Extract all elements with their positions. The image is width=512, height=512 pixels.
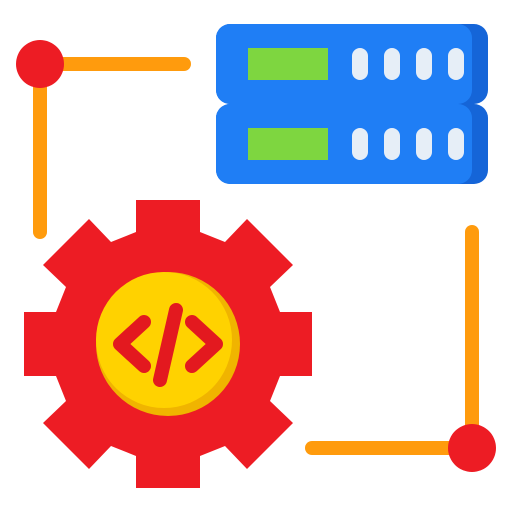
server-indicator xyxy=(384,48,400,80)
server-display-bottom xyxy=(248,128,328,160)
server-indicator xyxy=(416,48,432,80)
code-right-bracket xyxy=(185,315,223,373)
server-indicator xyxy=(352,128,368,160)
server-indicator xyxy=(416,128,432,160)
code-brackets-icon xyxy=(113,303,223,387)
server-unit-bottom xyxy=(216,104,488,184)
code-left-bracket xyxy=(113,315,151,373)
connector-lines xyxy=(16,40,496,472)
server-rack-icon xyxy=(216,24,488,184)
server-display-top xyxy=(248,48,328,80)
connector-node-bottom-right xyxy=(448,424,496,472)
server-indicator xyxy=(384,128,400,160)
server-indicator xyxy=(352,48,368,80)
server-indicator xyxy=(448,48,464,80)
connector-node-top-left xyxy=(16,40,64,88)
code-slash xyxy=(153,303,183,387)
server-indicator xyxy=(448,128,464,160)
server-unit-top xyxy=(216,24,488,104)
